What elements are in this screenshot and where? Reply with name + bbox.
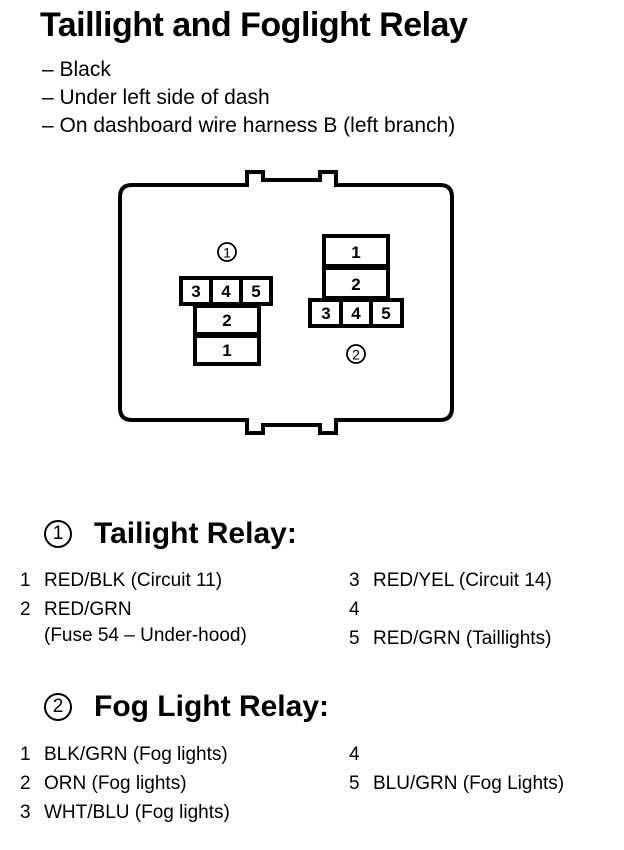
tail-pin-4: 4 (349, 599, 360, 620)
relay-2-terminal-2: 2 (351, 275, 360, 294)
bullet-harness: – On dashboard wire harness B (left bran… (42, 114, 456, 137)
relay-1-terminal-5: 5 (251, 282, 260, 301)
relay-1-terminal-2: 2 (222, 311, 231, 330)
bullet-location: – Under left side of dash (42, 86, 270, 109)
svg-text:2: 2 (352, 347, 360, 363)
relay-2-bottom-row (308, 298, 404, 328)
relay-2-terminal-2-box (322, 266, 390, 300)
relay-2-terminals (308, 234, 404, 328)
relay-1-terminals (179, 276, 273, 366)
tailight-relay-title: Tailight Relay: (94, 517, 297, 550)
page-title: Taillight and Foglight Relay (40, 6, 468, 44)
relay-1-terminal-1-box (193, 334, 261, 366)
fog-light-relay-heading: 2 Fog Light Relay: (44, 690, 329, 724)
bullet-color: – Black (42, 58, 111, 81)
relay-1-terminal-2-box (193, 304, 261, 336)
relay-1-terminal-4: 4 (221, 282, 231, 301)
connector-housing-outline (118, 170, 454, 435)
tailight-relay-heading: 1 Tailight Relay: (44, 517, 297, 551)
fog-light-relay-marker: 2 (44, 693, 72, 721)
tail-pin-2-detail: (Fuse 54 – Under-hood) (44, 625, 247, 646)
relay-2-marker: 2 (346, 344, 366, 364)
relay-1-top-row (179, 276, 273, 306)
relay-connector-diagram: 1 3 4 5 2 1 1 2 3 4 5 2 (118, 170, 454, 435)
relay-2-terminal-3: 3 (321, 304, 330, 323)
fog-light-relay-title: Fog Light Relay: (94, 690, 329, 723)
relay-1-terminal-1: 1 (222, 341, 231, 360)
relay-2-terminal-4: 4 (351, 304, 361, 323)
relay-1-terminal-3: 3 (191, 282, 200, 301)
relay-2-terminal-5: 5 (381, 304, 390, 323)
relay-2-terminal-1: 1 (351, 243, 360, 262)
fog-pin-4: 4 (349, 744, 360, 765)
svg-text:1: 1 (223, 245, 231, 261)
tailight-relay-marker: 1 (44, 520, 72, 548)
relay-1-marker: 1 (217, 242, 237, 262)
